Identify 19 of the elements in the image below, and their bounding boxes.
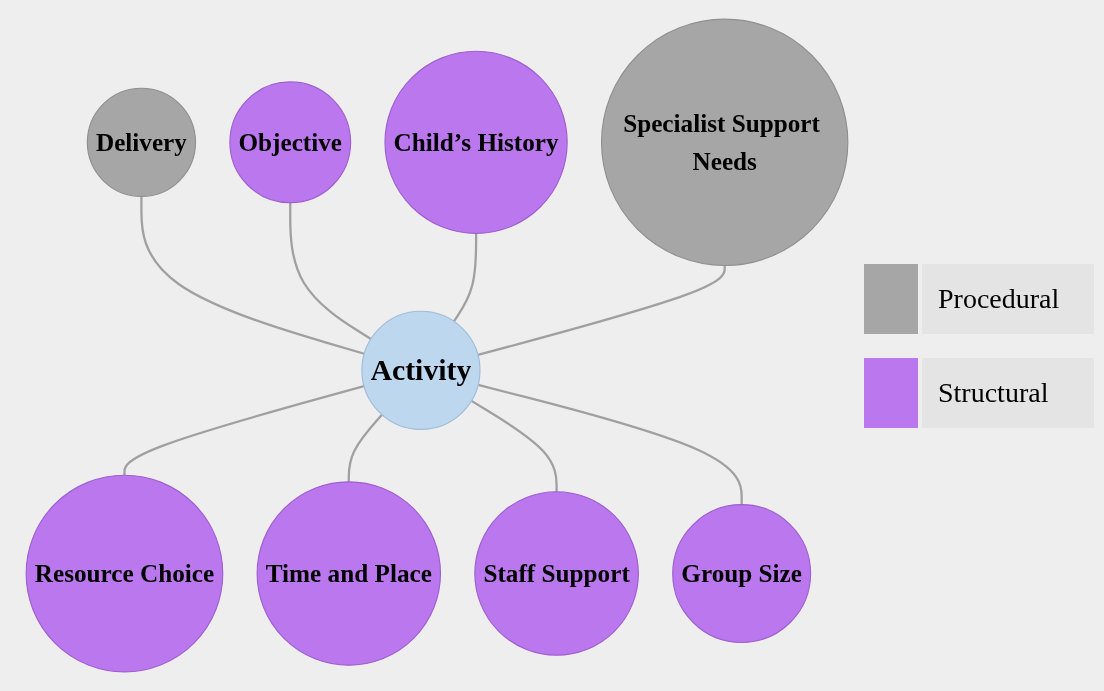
node-circle: Delivery [86, 87, 197, 197]
connector [477, 265, 726, 357]
node-circle: Activity [361, 310, 481, 430]
connector [123, 384, 365, 476]
connector [347, 413, 383, 482]
node-circle: Child’s History [384, 50, 568, 234]
node-circle: Specialist Support Needs [600, 18, 849, 267]
legend-label: Procedural [922, 263, 1094, 334]
node-circle: Staff Support [474, 491, 639, 656]
node-circle: Group Size [672, 504, 812, 644]
connector [470, 399, 558, 492]
node-circle: Time and Place [256, 481, 442, 666]
connector [452, 233, 478, 322]
node-circle: Objective [229, 81, 352, 204]
connector [289, 202, 372, 340]
connector [140, 196, 365, 355]
node-circle: Resource Choice [25, 474, 224, 673]
legend-label: Structural [922, 357, 1094, 428]
connector [477, 383, 743, 505]
